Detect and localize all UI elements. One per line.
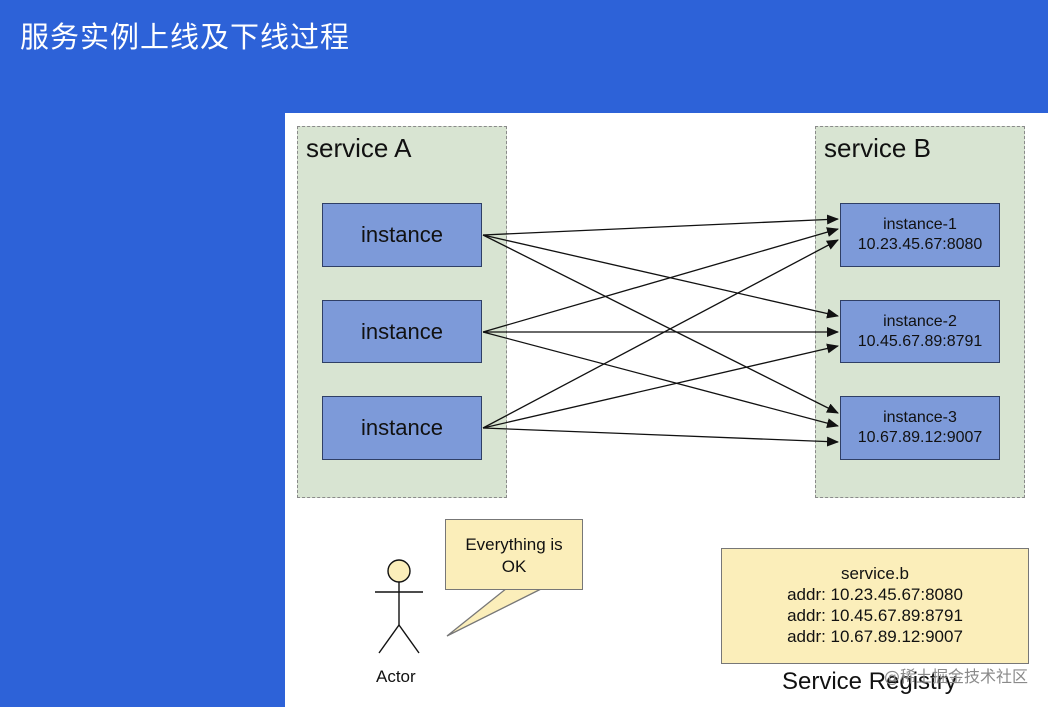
registry-addr-2: addr: 10.45.67.89:8791 <box>787 606 963 625</box>
service-b-instance-1: instance-1 10.23.45.67:8080 <box>840 203 1000 267</box>
arrow-a2-b3 <box>482 331 839 429</box>
instance-label: instance <box>361 318 443 344</box>
diagram-canvas: service A service B instance instance in… <box>285 113 1048 707</box>
speech-line-1: Everything is <box>465 535 563 554</box>
service-b-instance-3: instance-3 10.67.89.12:9007 <box>840 396 1000 460</box>
arrow-a3-b1 <box>482 239 839 429</box>
instance-addr: 10.23.45.67:8080 <box>857 236 983 253</box>
service-b-instance-2: instance-2 10.45.67.89:8791 <box>840 300 1000 363</box>
registry-service-name: service.b <box>840 564 910 583</box>
arrow-a3-b3 <box>482 427 839 447</box>
arrow-a1-b1 <box>482 214 839 236</box>
speech-bubble-tail <box>446 587 544 637</box>
service-a-instance-3: instance <box>322 396 482 460</box>
service-b-label: service B <box>824 133 931 163</box>
registry-addr-1: addr: 10.23.45.67:8080 <box>787 585 963 604</box>
watermark: @稀土掘金技术社区 <box>883 667 1028 686</box>
speech-bubble: Everything is OK <box>445 519 583 590</box>
service-registry-label: Service Registry <box>782 668 957 695</box>
instance-name: instance-1 <box>883 216 957 233</box>
service-a-label: service A <box>306 133 412 163</box>
actor-head <box>387 559 411 583</box>
diagram-lines <box>375 214 839 654</box>
arrow-a2-b1 <box>482 227 839 333</box>
registry-addr-3: addr: 10.67.89.12:9007 <box>787 627 963 646</box>
actor-label: Actor <box>376 667 416 686</box>
instance-addr: 10.67.89.12:9007 <box>857 429 983 446</box>
instance-name: instance-3 <box>883 409 957 426</box>
service-a-instance-2: instance <box>322 300 482 363</box>
actor-figure <box>375 559 423 654</box>
instance-name: instance-2 <box>883 312 957 330</box>
speech-line-2: OK <box>501 557 527 576</box>
instance-label: instance <box>361 415 443 440</box>
registry-note: service.b addr: 10.23.45.67:8080 addr: 1… <box>721 548 1029 664</box>
instance-addr: 10.45.67.89:8791 <box>857 332 983 350</box>
arrow-a1-b2 <box>482 234 839 319</box>
arrow-a3-b2 <box>482 343 839 429</box>
arrow-a1-b3 <box>482 234 839 414</box>
service-a-instance-1: instance <box>322 203 482 267</box>
instance-label: instance <box>361 222 443 247</box>
slide-title: 服务实例上线及下线过程 <box>20 20 351 54</box>
